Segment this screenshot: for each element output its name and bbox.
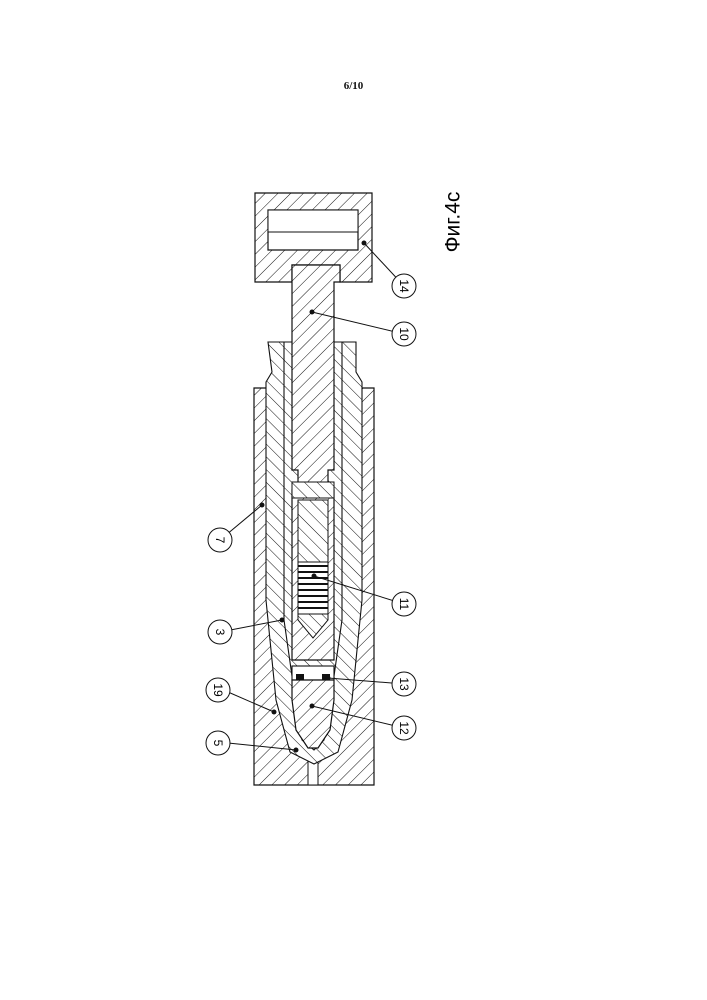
- callout-label: 11: [397, 598, 411, 611]
- callout-label: 13: [397, 677, 411, 691]
- callout-label: 10: [397, 327, 411, 341]
- callout-label: 3: [213, 629, 227, 636]
- spring-part-11: [298, 562, 328, 614]
- callout-label: 14: [397, 279, 411, 293]
- callout-label: 19: [211, 683, 225, 697]
- figure-label: Фиг.4с: [442, 192, 465, 253]
- callout-label: 12: [397, 721, 411, 735]
- callout-label: 5: [211, 740, 225, 747]
- callout-label: 7: [213, 537, 227, 544]
